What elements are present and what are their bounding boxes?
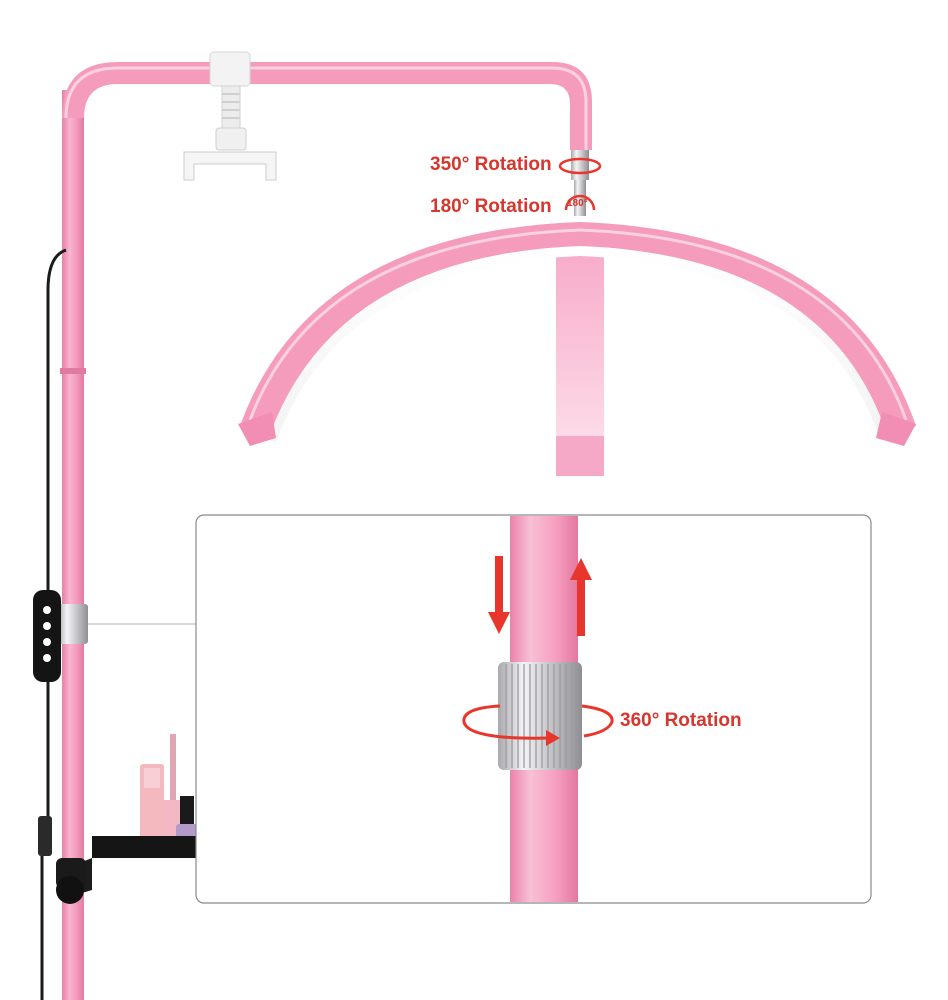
half-moon-lamp-arc — [238, 222, 916, 476]
arrow-down-icon — [488, 556, 510, 634]
rotation-ring-icon — [564, 194, 596, 211]
phone-holder-clip — [183, 51, 277, 181]
lamp-stand-frame — [58, 62, 592, 1000]
detail-inset-panel — [195, 514, 872, 904]
rotation-ring-icon — [558, 157, 602, 175]
swivel-joint — [558, 150, 602, 216]
inline-remote-control — [33, 590, 61, 682]
rotation-360-label: 360° Rotation — [620, 710, 742, 731]
rotation-ring-icon — [462, 704, 614, 746]
accessory-tray — [56, 734, 198, 904]
rotation-180-badge: 180° — [567, 198, 588, 209]
rotation-180-label: 180° Rotation — [430, 196, 552, 217]
power-cable — [38, 248, 67, 1000]
arrow-up-icon — [570, 558, 592, 636]
rotation-350-label: 350° Rotation — [430, 154, 552, 175]
